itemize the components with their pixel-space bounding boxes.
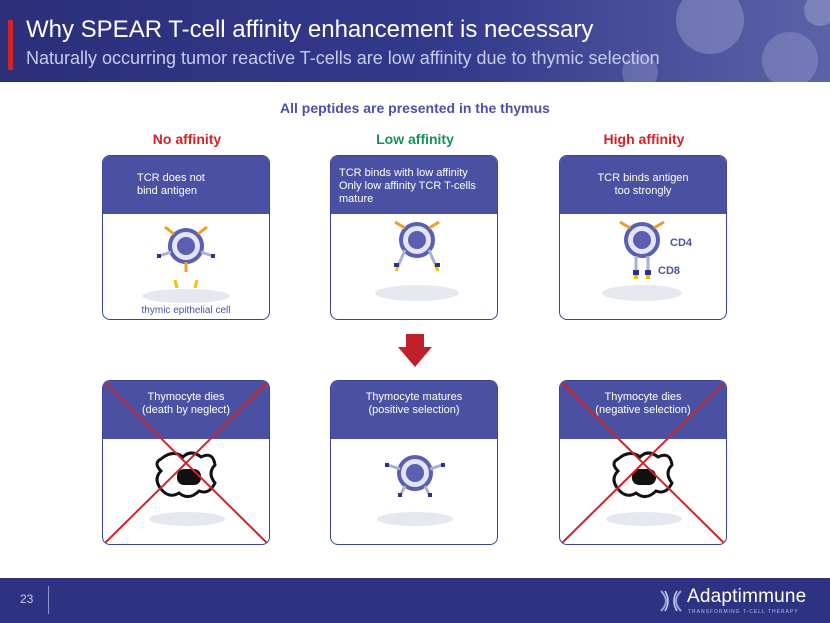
card-no-affinity: TCR does not bind antigen thymic epithel… [102,155,270,320]
card-caption-line: TCR binds antigen [597,172,689,184]
logo-tagline: TRANSFORMING T-CELL THERAPY [688,609,799,615]
label-low-affinity: Low affinity [376,131,454,147]
antigen-icon [394,263,440,272]
card-high-affinity: TCR binds antigen too strongly CD4 CD8 [559,155,727,320]
logo-mark-icon [660,590,682,612]
card-caption-line: (death by neglect) [141,404,231,416]
card-caption-line: (negative selection) [595,404,691,416]
slide-header: Why SPEAR T-cell affinity enhancement is… [0,0,830,82]
cd8-label: CD8 [658,265,680,277]
red-cross-icon [561,382,725,544]
card-header-band [331,156,497,214]
card-low-affinity: TCR binds with low affinity Only low aff… [330,155,498,320]
card-header-band [331,381,497,439]
thymic-epithelial-cell-icon [602,285,682,301]
card-thymocyte-dies-negative: Thymocyte dies (negative selection) [559,380,727,545]
down-arrow-icon [398,334,432,367]
dead-thymocyte-illustration [606,451,682,526]
logo-text: Adaptimmune [687,586,807,607]
page-number: 23 [20,592,34,606]
slide-title: Why SPEAR T-cell affinity enhancement is… [26,16,594,43]
antigen-icon [633,270,651,279]
card-header-band [103,381,269,439]
cd4-label: CD4 [670,237,693,249]
slide-subtitle: Naturally occurring tumor reactive T-cel… [26,48,660,68]
card-caption-line: mature [339,193,374,205]
tcell-icon [619,220,665,272]
card-caption-line: TCR binds with low affinity [339,167,468,179]
company-logo: Adaptimmune TRANSFORMING T-CELL THERAPY [658,584,818,618]
footer-divider [48,586,49,614]
label-high-affinity: High affinity [603,131,685,147]
red-cross-icon [104,382,268,544]
thymic-epithelial-cell-icon [142,289,230,303]
antigen-icon [173,279,199,289]
card-caption-line: Thymocyte dies [147,391,225,403]
tcell-low-binding-illustration [375,220,459,301]
thymic-epithelial-cell-icon [375,285,459,301]
thymic-epithelial-cell-label: thymic epithelial cell [142,305,231,316]
card-caption-line: bind antigen [137,185,197,197]
card-caption-line: Thymocyte matures [365,391,463,403]
slide-footer: 23 Adaptimmune TRANSFORMING T-CELL THERA… [0,578,830,623]
card-thymocyte-matures: Thymocyte matures (positive selection) [330,380,498,545]
tcell-icon [157,225,215,272]
card-thymocyte-dies-neglect: Thymocyte dies (death by neglect) [102,380,270,545]
tcell-icon [385,455,445,497]
tcell-no-binding-illustration: thymic epithelial cell [142,225,231,316]
card-caption-line: (positive selection) [368,404,460,416]
card-caption-line: Thymocyte dies [604,391,682,403]
card-header-band [103,156,269,214]
card-caption-line: Only low affinity TCR T-cells [339,180,476,192]
card-caption-line: too strongly [614,185,672,197]
tcell-icon [394,220,440,265]
card-header-band [560,156,726,214]
tcell-strong-binding-illustration: CD4 CD8 [602,220,693,301]
card-caption-line: TCR does not [137,172,205,184]
mature-thymocyte-illustration [377,455,453,526]
dead-thymocyte-illustration [149,451,225,526]
label-no-affinity: No affinity [152,131,222,147]
cell-background-image [622,0,830,82]
header-accent-bar [8,20,13,70]
peptides-heading: All peptides are presented in the thymus [280,100,550,116]
card-header-band [560,381,726,439]
